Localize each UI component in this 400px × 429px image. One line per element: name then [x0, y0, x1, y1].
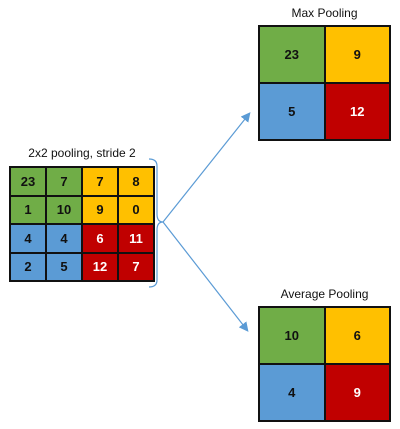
input-title: 2x2 pooling, stride 2: [28, 146, 136, 160]
input-cell: 6: [82, 224, 118, 253]
input-cell: 1: [10, 195, 46, 224]
average-pooling-cell: 9: [324, 364, 390, 421]
max-pooling-title: Max Pooling: [291, 6, 358, 20]
input-cell: 7: [118, 252, 154, 281]
input-cell: 2: [10, 252, 46, 281]
input-cell: 4: [46, 224, 82, 253]
max-pooling-cell: 12: [324, 83, 390, 140]
input-cell: 10: [46, 195, 82, 224]
input-cell: 12: [82, 252, 118, 281]
input-cell: 0: [118, 195, 154, 224]
input-cell: 9: [82, 195, 118, 224]
arrow-to-max-pooling: [162, 112, 251, 223]
arrow-to-average-pooling: [162, 221, 249, 332]
average-pooling-title: Average Pooling: [280, 287, 369, 301]
input-cell: 11: [118, 224, 154, 253]
input-cell: 4: [10, 224, 46, 253]
input-cell: 8: [118, 167, 154, 196]
max-pooling-cell: 9: [324, 26, 390, 83]
input-cell: 7: [46, 167, 82, 196]
average-pooling-cell: 10: [259, 307, 325, 364]
average-pooling-cell: 4: [259, 364, 325, 421]
max-pooling-cell: 5: [259, 83, 325, 140]
input-cell: 7: [82, 167, 118, 196]
input-cell: 23: [10, 167, 46, 196]
average-pooling-cell: 6: [324, 307, 390, 364]
curly-brace: [148, 158, 164, 288]
input-cell: 5: [46, 252, 82, 281]
max-pooling-cell: 23: [259, 26, 325, 83]
